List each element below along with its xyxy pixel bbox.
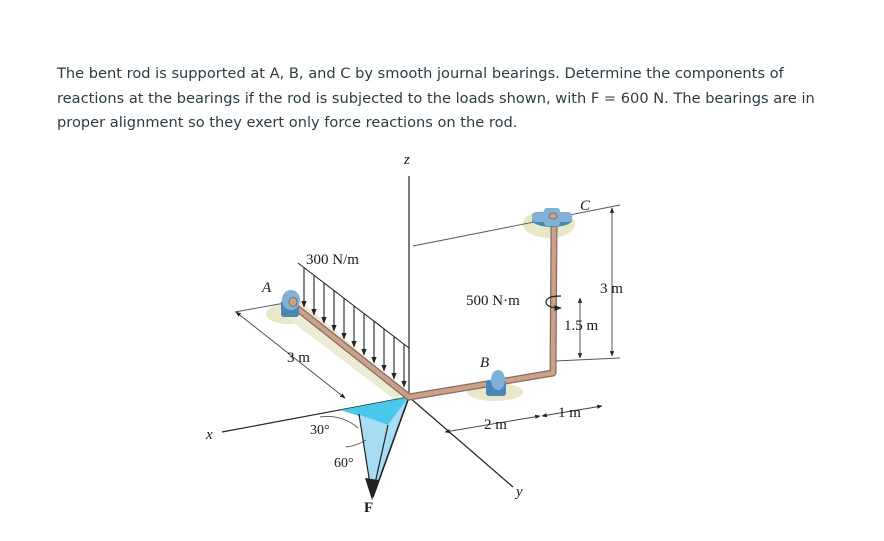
y-axis — [408, 396, 514, 488]
force-f-line-a — [372, 396, 410, 498]
couple-moment-symbol — [545, 295, 562, 311]
angle-arc-60 — [345, 439, 367, 448]
bearing-a — [281, 290, 300, 317]
angle-arc-30 — [319, 416, 359, 429]
axis-x-label: x — [205, 427, 213, 443]
dim-3m-a-line — [235, 311, 346, 399]
angle-30-label: 30° — [310, 423, 330, 438]
force-f-arrowhead — [365, 478, 379, 500]
ref-line-c — [412, 204, 621, 247]
rod-segment-fill — [290, 223, 557, 400]
distributed-load-label: 300 N/m — [306, 252, 359, 268]
dim-1-5m-label: 1.5 m — [564, 318, 599, 334]
bearing-c-label: C — [580, 198, 591, 214]
ref-line-b-right — [554, 357, 621, 362]
x-axis — [221, 396, 410, 433]
problem-statement: The bent rod is supported at A, B, and C… — [57, 62, 817, 136]
dim-1m-line — [541, 404, 603, 418]
dim-3m-a-label: 3 m — [287, 350, 310, 366]
dim-2m-line — [444, 414, 541, 434]
bearing-c — [532, 208, 572, 227]
axis-y-label: y — [514, 484, 523, 500]
dim-1m-label: 1 m — [558, 405, 581, 421]
load-top-line — [297, 262, 410, 349]
dim-2m-label: 2 m — [484, 417, 507, 433]
bearing-b — [486, 370, 506, 396]
problem-text: The bent rod is supported at A, B, and C… — [57, 65, 815, 131]
bearing-b-label: B — [480, 355, 489, 371]
angle-60-label: 60° — [334, 456, 354, 471]
axis-z-label: z — [403, 152, 410, 168]
couple-moment-label: 500 N·m — [466, 293, 520, 309]
dim-3m-c-label: 3 m — [600, 281, 623, 297]
angle-region-30 — [340, 397, 409, 425]
bearing-a-label: A — [261, 280, 272, 296]
angle-region-60 — [360, 397, 409, 497]
force-f-label: F — [364, 500, 373, 516]
